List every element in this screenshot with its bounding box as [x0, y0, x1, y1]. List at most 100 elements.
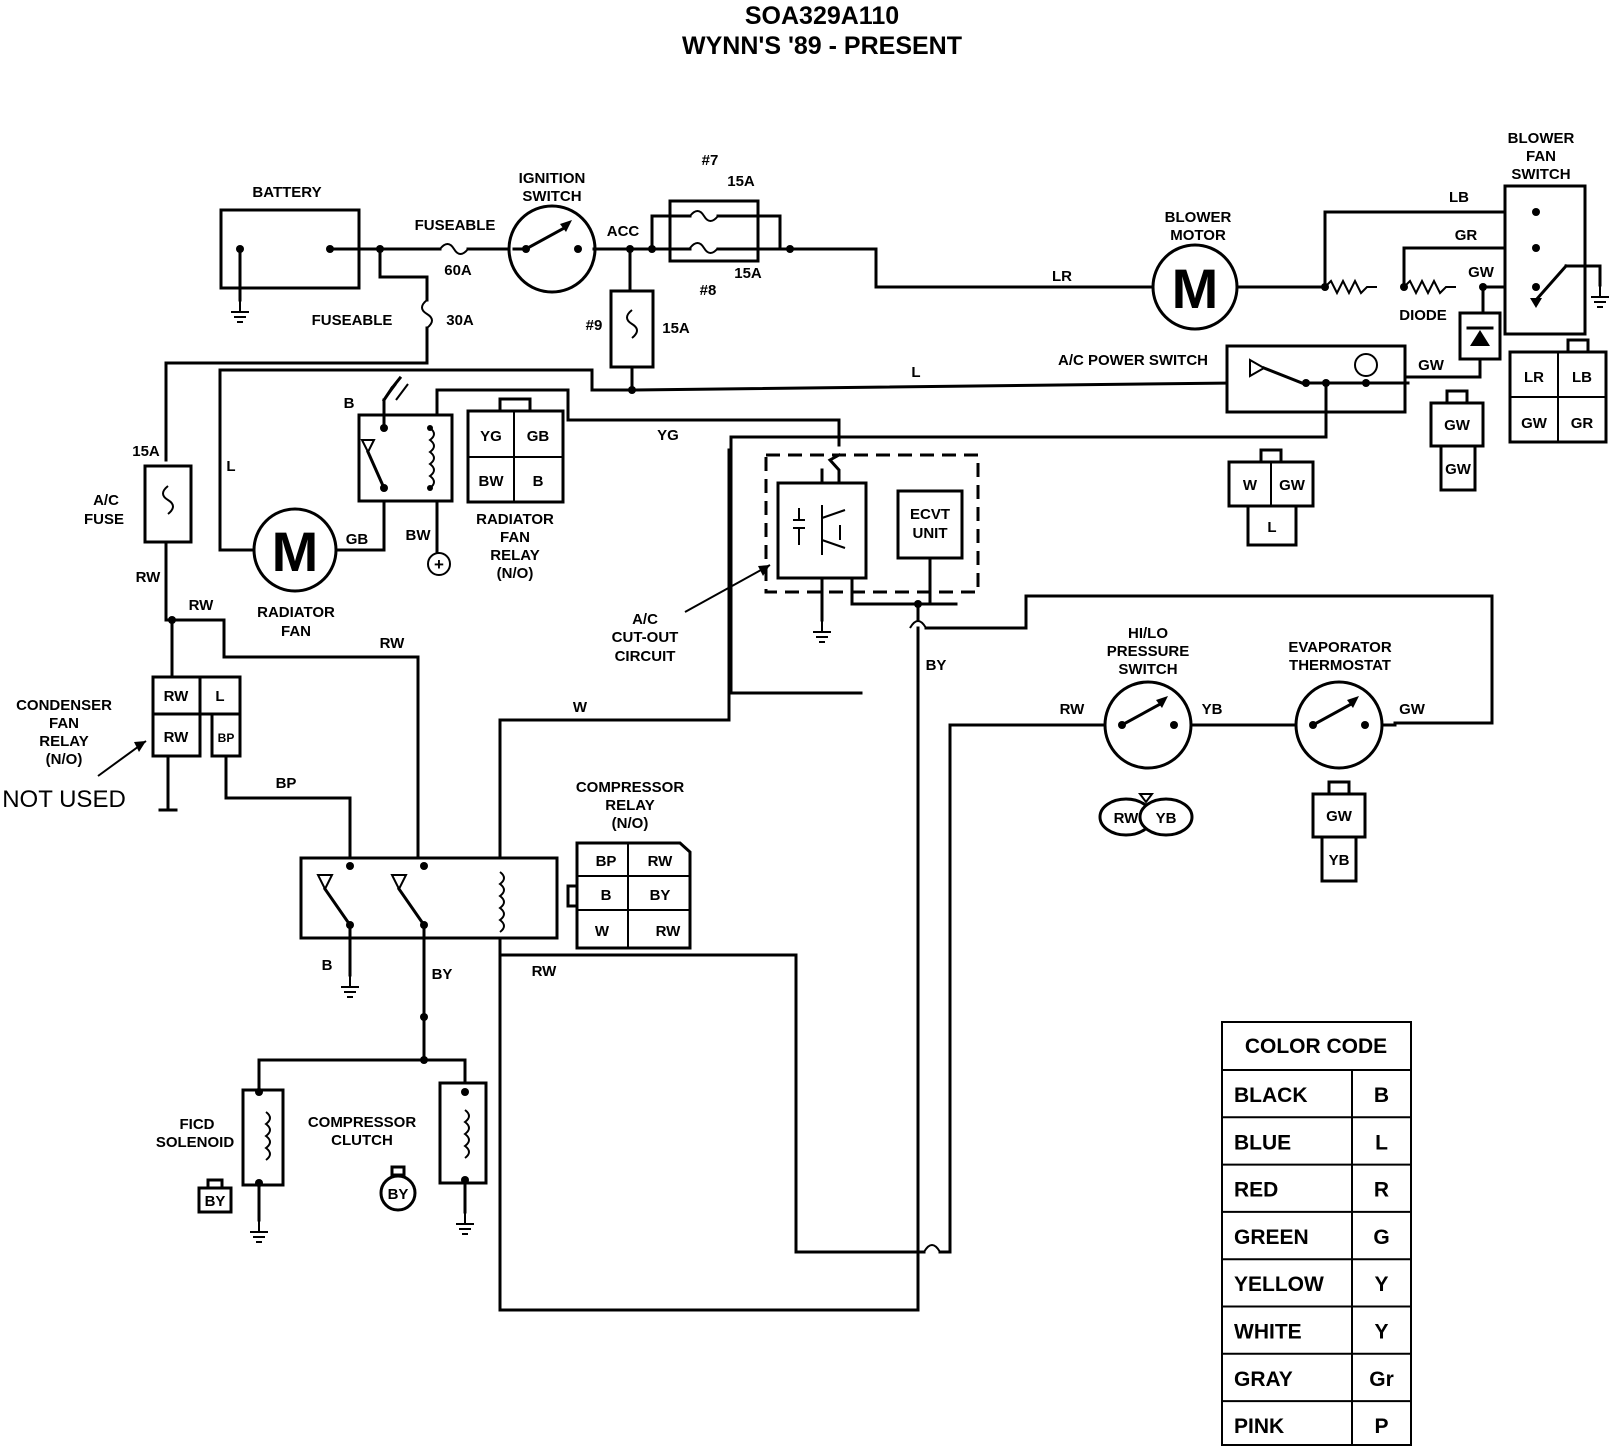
ac-fuse-label-2: FUSE [84, 511, 124, 528]
color-name-cell: BLACK [1234, 1084, 1308, 1107]
wire-label-gw-thermo: GW [1399, 701, 1426, 718]
hilo-connector: RW YB [1098, 793, 1194, 837]
color-name-cell: WHITE [1234, 1321, 1302, 1344]
hilo-label-2: PRESSURE [1107, 643, 1190, 660]
wire-label-by-comp: BY [432, 966, 453, 983]
radiator-fan-label-2: FAN [281, 623, 311, 640]
cond-conn-bp: BP [218, 731, 235, 745]
wire-label-rw-coil: RW [532, 963, 558, 980]
blower-motor-label-1: BLOWER [1165, 209, 1232, 226]
wire-label-w-ecvt: W [573, 699, 588, 716]
thermostat-connector: GW YB [1311, 780, 1367, 883]
positive-icon: + [434, 555, 444, 574]
blower-resistor-1 [1324, 278, 1377, 296]
clutch-label-1: COMPRESSOR [308, 1114, 417, 1131]
fuse-9-amp: 15A [662, 320, 690, 337]
wire-label-lr-blower: LR [1052, 268, 1072, 285]
comprelay-conn-bp: BP [596, 853, 617, 870]
radrelay-conn-gb: GB [527, 428, 550, 445]
cond-conn-rw-1: RW [164, 688, 190, 705]
fuse-60a-icon [439, 243, 469, 255]
thermo-label-2: THERMOSTAT [1289, 657, 1391, 674]
wire-label-rw-fuse: RW [136, 569, 162, 586]
color-code-cell: Y [1374, 1321, 1388, 1344]
power-conn-gw: GW [1279, 477, 1306, 494]
ficd-label-1: FICD [180, 1116, 215, 1133]
battery-label: BATTERY [252, 184, 321, 201]
color-code-cell: Y [1374, 1273, 1388, 1296]
diode-label: DIODE [1399, 307, 1447, 324]
wire-label-bw: BW [406, 527, 432, 544]
hilo-conn-yb: YB [1156, 810, 1177, 827]
ground-icon [249, 1219, 269, 1243]
cond-conn-l: L [215, 688, 224, 705]
ecvt-label-2: UNIT [913, 525, 948, 542]
ground-icon [455, 1211, 475, 1235]
wire-label-gr: GR [1455, 227, 1478, 244]
fuse-7-amp: 15A [727, 173, 755, 190]
radrelay-label-1: RADIATOR [476, 511, 554, 528]
clutch-label-2: CLUTCH [331, 1132, 393, 1149]
comprelay-conn-w: W [595, 923, 610, 940]
blower-switch-label-2: FAN [1526, 148, 1556, 165]
thermo-label-1: EVAPORATOR [1288, 639, 1392, 656]
power-conn-l: L [1267, 519, 1276, 536]
color-code-cell: G [1373, 1226, 1389, 1249]
fuse-7-label: #7 [702, 152, 719, 169]
ac-power-switch-label: A/C POWER SWITCH [1058, 352, 1208, 369]
clutch-connector: BY [379, 1165, 417, 1212]
blower-conn-gw: GW [1521, 415, 1548, 432]
color-code-cell: R [1374, 1179, 1389, 1202]
color-code-cell: L [1375, 1131, 1388, 1154]
radiator-fan-label-1: RADIATOR [257, 604, 335, 621]
cond-label-4: (N/O) [46, 751, 83, 768]
fuseable-60a-label: FUSEABLE [415, 217, 496, 234]
blower-conn-gr: GR [1571, 415, 1594, 432]
acc-label: ACC [607, 223, 640, 240]
radiator-relay-connector: YG GB BW B [466, 397, 565, 504]
radiator-fan-glyph: M [272, 520, 319, 583]
condenser-fan-relay: RW L RW BP [151, 675, 242, 758]
wire-label-yb: YB [1202, 701, 1223, 718]
radrelay-conn-yg: YG [480, 428, 502, 445]
cond-label-1: CONDENSER [16, 697, 112, 714]
radiator-fan-relay [357, 398, 454, 503]
thermo-conn-yb: YB [1329, 852, 1350, 869]
wire-label-yg: YG [657, 427, 679, 444]
blower-motor: M [1151, 243, 1239, 331]
comprelay-conn-rw-1: RW [648, 853, 674, 870]
radrelay-label-4: (N/O) [497, 565, 534, 582]
comprelay-conn-by: BY [650, 887, 671, 904]
wire-label-rw-hilo: RW [1060, 701, 1086, 718]
radiator-fan: M [252, 507, 338, 593]
fuse-8-amp: 15A [734, 265, 762, 282]
comprelay-label-2: RELAY [605, 797, 654, 814]
ac-fuse [143, 464, 193, 544]
ignition-label-2: SWITCH [522, 188, 581, 205]
blower-motor-glyph: M [1172, 257, 1219, 320]
blower-switch-label-1: BLOWER [1508, 130, 1575, 147]
wire-label-gw-top: GW [1468, 264, 1495, 281]
fuseable-30a-label: FUSEABLE [312, 312, 393, 329]
fuse-9-label: #9 [586, 317, 603, 334]
hilo-conn-rw: RW [1114, 810, 1140, 827]
battery [219, 208, 361, 323]
ac-power-switch [1225, 344, 1407, 414]
fuse-30a-amp: 30A [446, 312, 474, 329]
comprelay-label-1: COMPRESSOR [576, 779, 685, 796]
ground-b-label: B [322, 957, 333, 974]
wire-label-gw-diode: GW [1418, 357, 1445, 374]
fuse-9 [609, 289, 655, 369]
ecvt-unit: ECVT UNIT [896, 489, 964, 560]
compressor-relay [299, 856, 559, 940]
comprelay-conn-rw-2: RW [656, 923, 682, 940]
blower-fan-switch [1503, 184, 1602, 336]
fuse-60a-amp: 60A [444, 262, 472, 279]
cutout-label-3: CIRCUIT [615, 648, 676, 665]
color-code-cell: Gr [1369, 1368, 1394, 1391]
color-name-cell: YELLOW [1234, 1273, 1324, 1296]
color-name-cell: GREEN [1234, 1226, 1309, 1249]
diode-conn-gw-1: GW [1444, 417, 1471, 434]
power-conn-w: W [1243, 477, 1258, 494]
